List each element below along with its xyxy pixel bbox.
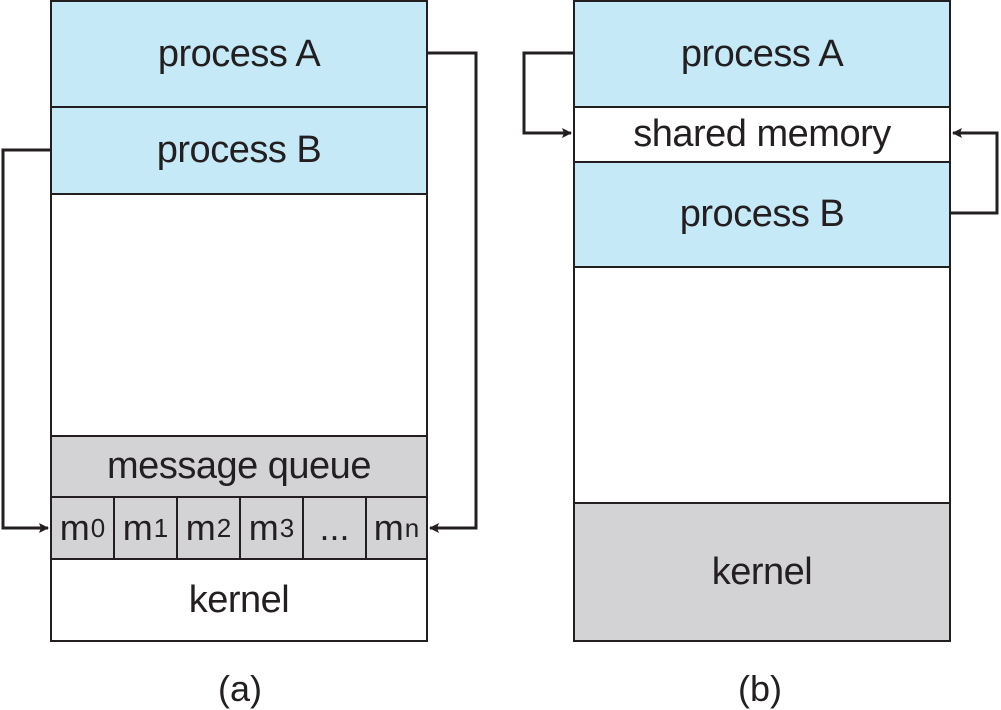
a-caption: (a) [218,668,262,709]
a-free-space [50,193,428,437]
b-arrow-process-a-to-shared [522,51,573,138]
message-cell: ... [302,496,367,560]
b-process-a: process A [573,0,951,108]
b-free-space [573,266,951,504]
a-message-queue-label: message queue [107,445,371,487]
a-process-a: process A [50,0,428,108]
b-kernel-label: kernel [711,550,813,593]
b-process-b-label: process B [679,193,845,235]
a-process-a-label: process A [157,32,321,75]
b-process-a-label: process A [680,32,844,75]
a-arrow-process-b-to-queue [1,148,50,533]
b-shared-memory-label: shared memory [633,113,891,155]
a-arrow-process-a-to-queue [428,51,478,533]
a-kernel-label: kernel [188,578,290,621]
a-kernel: kernel [50,558,428,642]
b-caption: (b) [738,668,782,709]
a-process-b-label: process B [156,129,322,171]
b-shared-memory: shared memory [573,106,951,163]
b-kernel: kernel [573,502,951,642]
b-process-b: process B [573,161,951,268]
b-arrow-process-b-to-shared [951,128,999,215]
